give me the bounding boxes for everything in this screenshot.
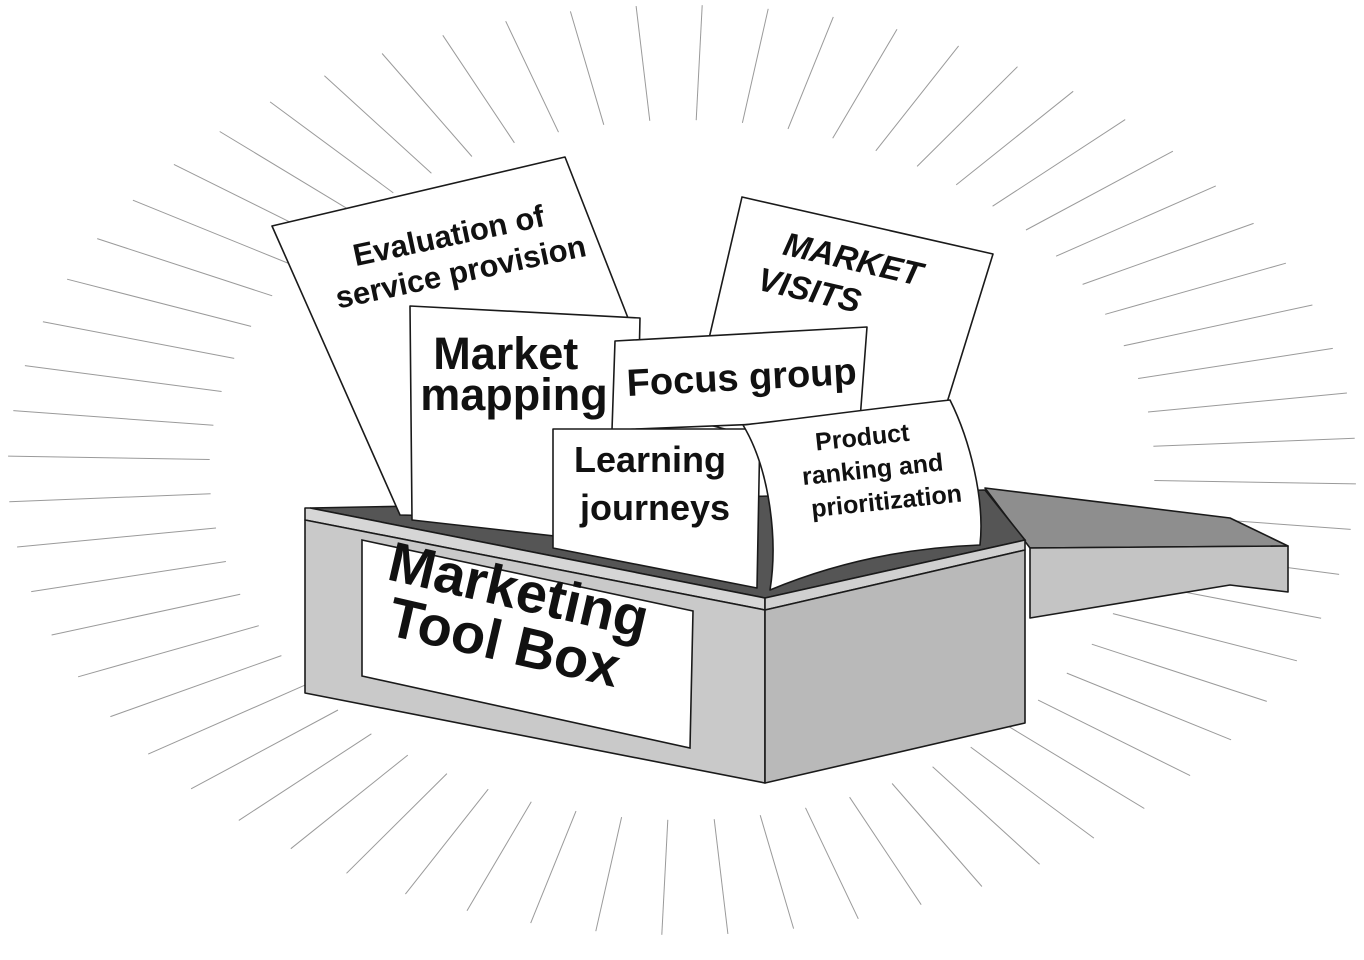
background-ray [1066,672,1232,741]
background-ray [1138,347,1333,379]
background-rays [8,5,1356,935]
background-ray [635,6,651,121]
background-ray [505,20,559,133]
box-side-face [764,549,1026,784]
background-ray [891,783,983,887]
background-ray [916,66,1018,167]
background-ray [759,815,795,929]
background-ray [805,807,859,920]
svg-text:Learning journeys: Learning journeys [574,439,736,528]
background-ray [9,493,211,503]
background-ray [1025,150,1174,231]
background-ray [1082,222,1254,285]
background-ray [695,5,703,121]
card-learning-journeys: Learning journeys [552,428,761,589]
background-ray [405,788,489,895]
background-ray [595,816,623,932]
background-ray [346,773,448,874]
background-ray [832,29,898,139]
background-ray [31,561,226,593]
background-ray [97,238,273,297]
background-ray [970,746,1095,839]
background-ray [992,119,1126,207]
background-ray [1105,262,1287,315]
svg-text:Market mapping: Market mapping [420,328,608,420]
card-market-mapping-line1: Market [433,328,578,379]
lid-top [984,487,1289,549]
background-ray [290,754,409,850]
background-ray [1154,480,1356,485]
background-ray [1005,724,1145,809]
card-focus-group: Focus group [611,326,868,431]
background-ray [741,8,769,124]
background-ray [1055,185,1217,257]
background-ray [875,45,959,152]
background-ray [77,625,259,678]
background-ray [66,278,252,327]
background-ray [442,35,515,144]
background-ray [1153,437,1355,447]
toolbox-label: Marketing Tool Box [361,529,694,749]
background-ray [713,819,729,934]
background-ray [569,11,605,125]
background-ray [17,527,217,548]
background-ray [932,766,1040,865]
background-ray [190,709,339,790]
background-ray [110,655,282,718]
background-ray [787,16,834,130]
background-ray [324,75,432,174]
background-ray [1091,643,1267,702]
card-market-mapping-line2: mapping [420,369,608,420]
background-ray [1147,392,1347,413]
background-ray [147,683,309,755]
lid-front [1029,545,1289,619]
background-ray [132,199,298,268]
background-ray [530,810,577,924]
background-ray [849,796,922,905]
background-ray [955,90,1074,186]
background-ray [661,819,669,935]
background-ray [8,455,210,460]
background-ray [269,101,394,194]
card-learning-journeys-line1: Learning [574,439,726,480]
background-ray [24,365,222,392]
background-ray [42,321,235,359]
card-learning-journeys-line2: journeys [579,487,730,528]
background-ray [466,801,532,911]
background-ray [13,410,214,426]
card-product-ranking: Product ranking and prioritization [742,399,982,591]
background-ray [381,53,473,157]
toolbox-lid [984,487,1289,619]
background-ray [238,733,372,821]
background-ray [1112,613,1298,662]
background-ray [1037,699,1191,777]
background-ray [1123,304,1313,347]
background-ray [51,593,241,636]
background-ray [219,131,359,216]
